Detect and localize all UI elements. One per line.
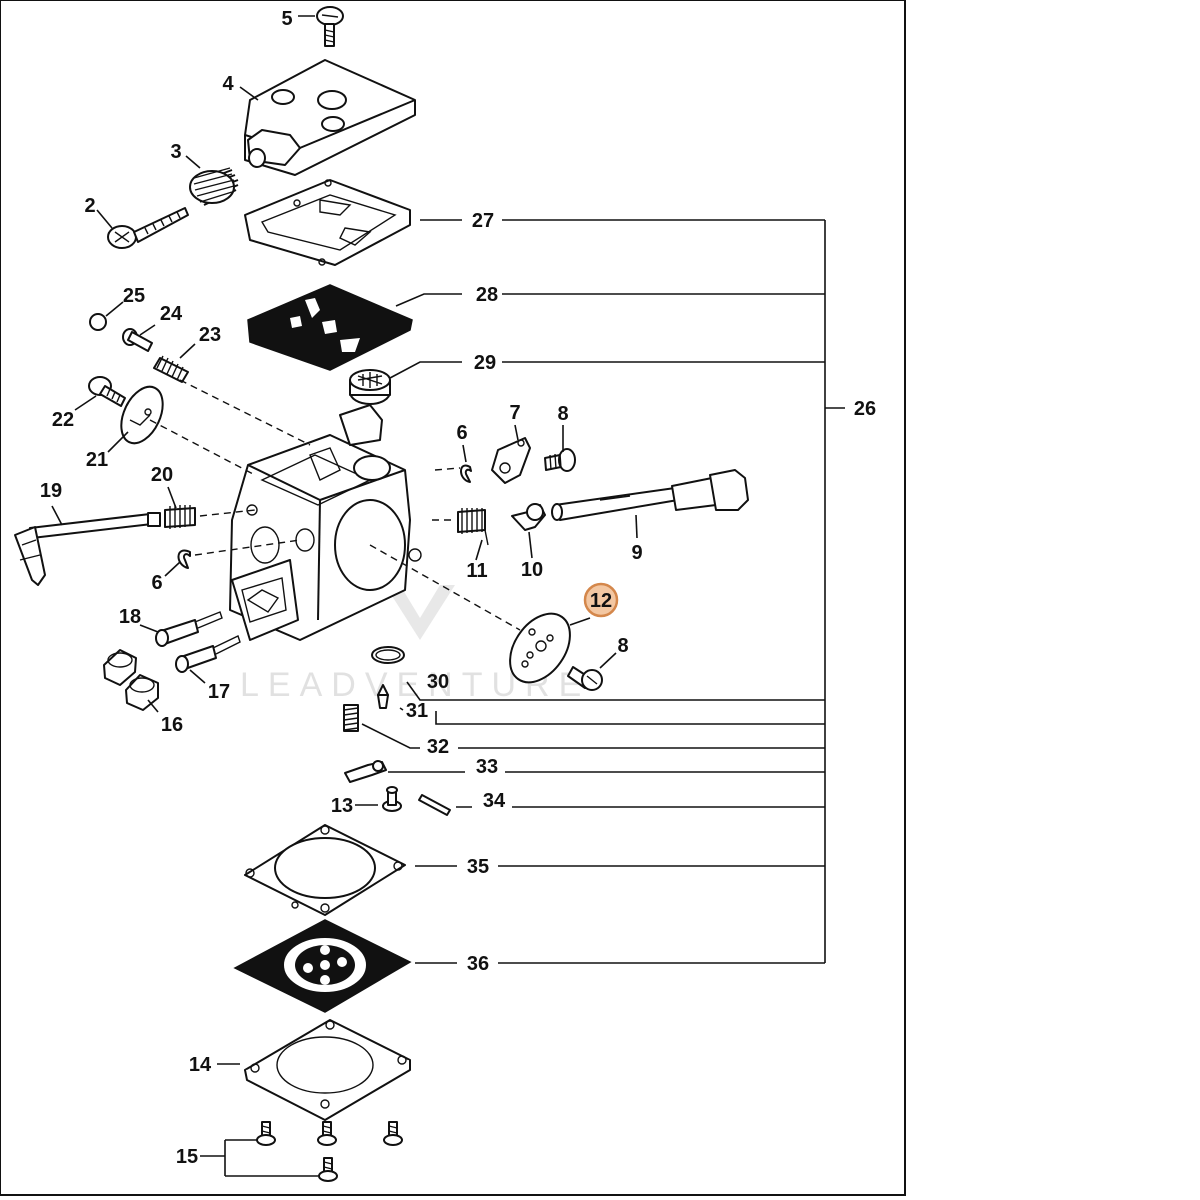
screw-part-2[interactable] xyxy=(107,207,189,249)
label-10: 10 xyxy=(521,559,543,581)
highlight-badge-12[interactable]: 12 xyxy=(583,582,619,618)
screw-part-8-bottom[interactable] xyxy=(567,666,603,691)
plate-part-21[interactable] xyxy=(113,380,171,450)
label-29: 29 xyxy=(474,352,496,374)
oring-part-30[interactable] xyxy=(371,646,405,664)
label-21: 21 xyxy=(86,449,108,471)
label-33: 33 xyxy=(476,756,498,778)
carburetor-body xyxy=(229,404,422,641)
label-8-top: 8 xyxy=(557,403,568,425)
spring-part-20[interactable] xyxy=(164,505,196,529)
gasket-part-35[interactable] xyxy=(244,824,406,916)
spring-part-11[interactable] xyxy=(457,508,489,546)
pin-part-24[interactable] xyxy=(122,328,153,352)
label-3: 3 xyxy=(170,141,181,163)
label-23: 23 xyxy=(199,324,221,346)
screw-part-13[interactable] xyxy=(382,786,402,812)
label-4: 4 xyxy=(222,73,234,95)
label-24: 24 xyxy=(160,303,183,325)
label-11: 11 xyxy=(466,560,487,582)
label-6-right: 6 xyxy=(456,422,467,444)
assembly-dashed-lines xyxy=(149,379,521,631)
lever-part-7[interactable] xyxy=(491,437,531,484)
screw-part-5[interactable] xyxy=(316,6,344,47)
label-30: 30 xyxy=(427,671,449,693)
needle-part-31[interactable] xyxy=(377,684,389,709)
label-5: 5 xyxy=(281,8,292,30)
screw-part-8-top[interactable] xyxy=(544,448,576,472)
label-13: 13 xyxy=(331,795,353,817)
ball-part-25[interactable] xyxy=(89,313,107,331)
leader-lines xyxy=(51,15,845,1177)
diagram-frame xyxy=(0,0,906,1196)
label-14: 14 xyxy=(189,1054,212,1076)
watermark: LEADVENTURE xyxy=(240,585,581,704)
pin-part-34[interactable] xyxy=(418,794,451,816)
diaphragm-part-28[interactable] xyxy=(247,284,413,371)
part-labels: 5 4 3 2 27 28 29 26 25 24 23 22 21 20 19… xyxy=(40,8,876,1168)
clip-part-6-right[interactable] xyxy=(460,464,472,483)
label-8-bottom: 8 xyxy=(617,635,628,657)
label-36: 36 xyxy=(467,953,489,975)
label-9: 9 xyxy=(631,542,642,564)
diaphragm-part-36[interactable] xyxy=(233,919,412,1013)
label-7: 7 xyxy=(509,402,520,424)
lever-part-10[interactable] xyxy=(511,503,546,531)
screw-part-15[interactable] xyxy=(256,1121,403,1182)
lever-part-33[interactable] xyxy=(344,760,387,783)
shaft-part-9[interactable] xyxy=(551,469,749,521)
cap-part-16[interactable] xyxy=(103,649,159,711)
spring-part-3[interactable] xyxy=(189,167,239,206)
label-22: 22 xyxy=(52,409,74,431)
label-26: 26 xyxy=(854,398,876,420)
label-35: 35 xyxy=(467,856,489,878)
label-20: 20 xyxy=(151,464,173,486)
needle-part-17[interactable] xyxy=(175,635,241,673)
spring-part-23[interactable] xyxy=(153,355,189,383)
label-32: 32 xyxy=(427,736,449,758)
cover-part-4[interactable] xyxy=(244,59,416,176)
screw-part-22[interactable] xyxy=(88,376,126,407)
needle-part-18[interactable] xyxy=(155,611,223,647)
label-25: 25 xyxy=(123,285,145,307)
gasket-part-27[interactable] xyxy=(244,179,411,266)
label-16: 16 xyxy=(161,714,183,736)
shaft-part-19[interactable] xyxy=(14,512,161,586)
label-31: 31 xyxy=(406,700,428,722)
filter-part-29[interactable] xyxy=(349,369,391,405)
cover-part-14[interactable] xyxy=(244,1019,411,1121)
disc-part-12[interactable] xyxy=(498,603,583,694)
label-2: 2 xyxy=(84,195,95,217)
label-17: 17 xyxy=(208,681,230,703)
label-15: 15 xyxy=(176,1146,198,1168)
label-18: 18 xyxy=(119,606,141,628)
label-27: 27 xyxy=(472,210,494,232)
clip-part-6-left[interactable] xyxy=(177,549,191,569)
label-28: 28 xyxy=(476,284,498,306)
label-12: 12 xyxy=(590,590,612,612)
label-6-left: 6 xyxy=(151,572,162,594)
label-34: 34 xyxy=(483,790,506,812)
label-19: 19 xyxy=(40,480,62,502)
spring-part-32[interactable] xyxy=(343,704,359,732)
